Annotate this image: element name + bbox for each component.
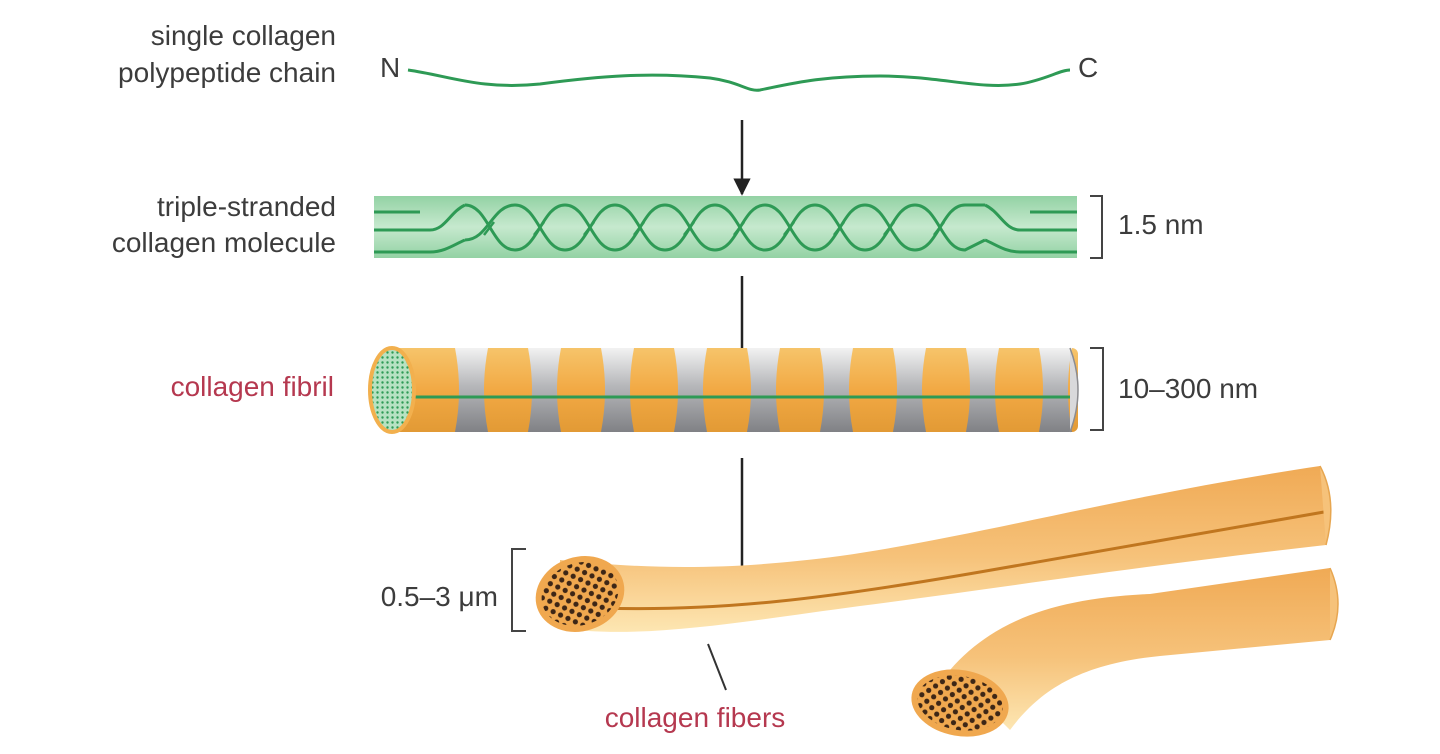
fibers-label: collagen fibers bbox=[605, 702, 786, 733]
molecule-label-line1: triple-stranded bbox=[157, 191, 336, 222]
chain-label-line1: single collagen bbox=[151, 20, 336, 51]
collagen-fiber-lower bbox=[911, 567, 1339, 737]
fibril-size-label: 10–300 nm bbox=[1118, 373, 1258, 404]
fiber-size-bracket bbox=[511, 548, 526, 632]
n-terminus-label: N bbox=[380, 52, 400, 83]
c-terminus-label: C bbox=[1078, 52, 1098, 83]
molecule-label-line2: collagen molecule bbox=[112, 227, 336, 258]
fiber-size-label: 0.5–3 μm bbox=[381, 581, 498, 612]
molecule-size-bracket bbox=[1090, 195, 1103, 259]
collagen-fibril bbox=[368, 346, 1079, 434]
polypeptide-chain bbox=[407, 68, 1071, 92]
chain-label-line2: polypeptide chain bbox=[118, 57, 336, 88]
fibril-size-bracket bbox=[1090, 347, 1104, 431]
molecule-size-label: 1.5 nm bbox=[1118, 209, 1204, 240]
fibril-label: collagen fibril bbox=[171, 371, 334, 402]
collagen-fiber-upper bbox=[535, 465, 1332, 632]
triple-stranded-molecule bbox=[374, 196, 1077, 258]
fibers-pointer-line bbox=[707, 643, 727, 691]
